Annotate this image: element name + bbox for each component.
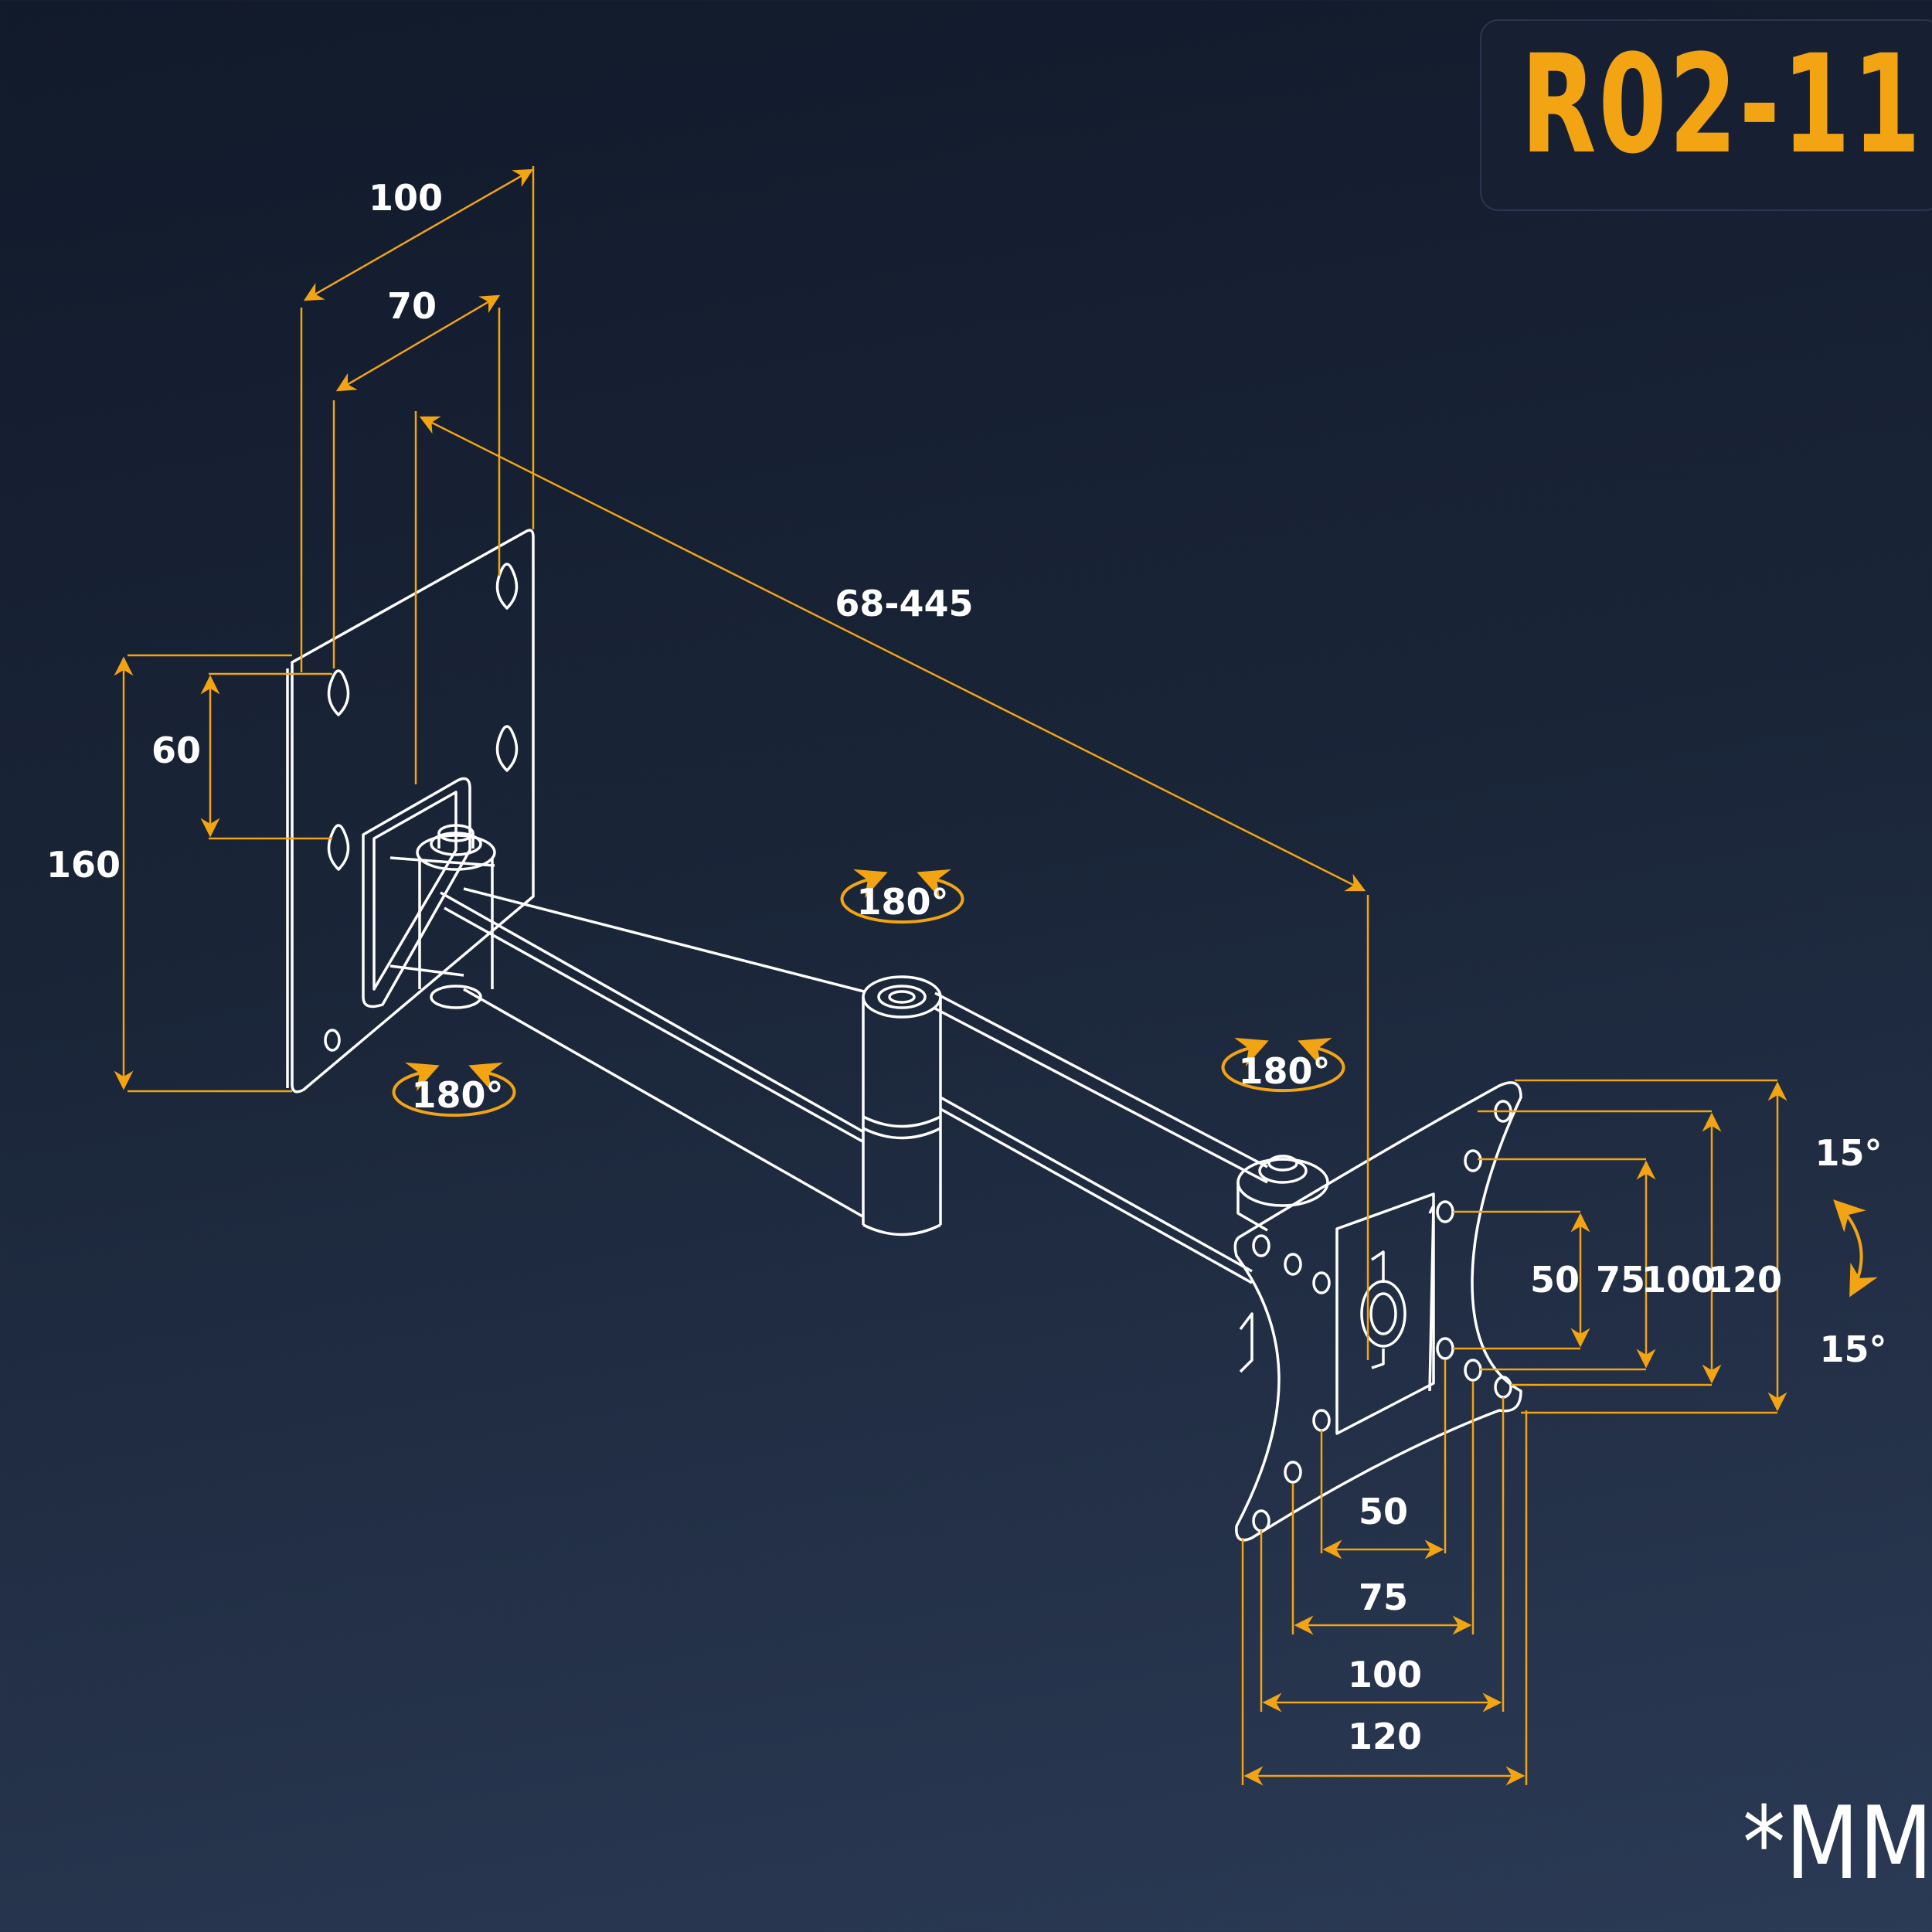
label-vesa-v-100: 100 xyxy=(1641,1259,1716,1301)
rotation-middle-head-l xyxy=(853,869,888,898)
label-plate-height-inner: 60 xyxy=(151,730,201,771)
label-vesa-v-120: 120 xyxy=(1708,1259,1782,1301)
rotation-head-head-r xyxy=(1298,1037,1332,1066)
label-vesa-v-50: 50 xyxy=(1530,1259,1580,1301)
label-vesa-v-75: 75 xyxy=(1596,1259,1645,1301)
dimension-lines xyxy=(114,166,1787,1786)
keyhole-slots xyxy=(327,563,519,871)
second-arm xyxy=(934,992,1268,1284)
plate-width-100-arrow xyxy=(303,168,534,301)
mount-line-art xyxy=(286,529,1522,1542)
rotation-wall-head-l xyxy=(405,1062,440,1091)
label-rotation-middle: 180° xyxy=(856,881,948,923)
wall-pivot xyxy=(362,777,496,1009)
plate-width-70-arrow xyxy=(335,294,501,392)
label-vesa-h-50: 50 xyxy=(1359,1491,1408,1532)
dimension-arrows xyxy=(114,168,1787,1786)
label-plate-height-outer: 160 xyxy=(46,844,121,886)
label-rotation-wall: 180° xyxy=(411,1074,503,1116)
rotation-wall-head-r xyxy=(468,1062,503,1091)
label-tilt-down: 15° xyxy=(1819,1328,1886,1370)
reach-arrow xyxy=(419,416,1366,892)
dimension-labels: 100 70 68-445 160 60 50 75 100 120 50 75… xyxy=(46,177,1887,1757)
label-vesa-h-120: 120 xyxy=(1348,1716,1422,1757)
plate-hole xyxy=(324,1029,341,1052)
label-vesa-h-75: 75 xyxy=(1359,1577,1408,1618)
first-arm xyxy=(440,887,865,1219)
rotation-symbols xyxy=(392,869,1878,1298)
vesa-head xyxy=(1233,1081,1522,1542)
rotation-head-head-l xyxy=(1234,1037,1269,1066)
rotation-head-ring xyxy=(1221,1046,1345,1093)
unit-label: *MM xyxy=(1743,1784,1932,1902)
rotation-middle-head-r xyxy=(917,869,951,898)
label-plate-width-outer: 100 xyxy=(369,177,443,219)
model-code: R02-11 xyxy=(1521,26,1923,184)
label-vesa-h-100: 100 xyxy=(1348,1654,1422,1696)
label-rotation-head: 180° xyxy=(1238,1050,1330,1092)
rotation-middle-ring xyxy=(840,878,964,924)
rotation-wall-ring xyxy=(392,1071,516,1117)
middle-pivot xyxy=(862,975,942,1236)
tilt-arc xyxy=(1833,1199,1878,1298)
label-reach: 68-445 xyxy=(835,583,973,624)
label-plate-width-inner: 70 xyxy=(387,285,437,327)
label-tilt-up: 15° xyxy=(1815,1132,1882,1174)
model-badge xyxy=(1480,19,1932,211)
